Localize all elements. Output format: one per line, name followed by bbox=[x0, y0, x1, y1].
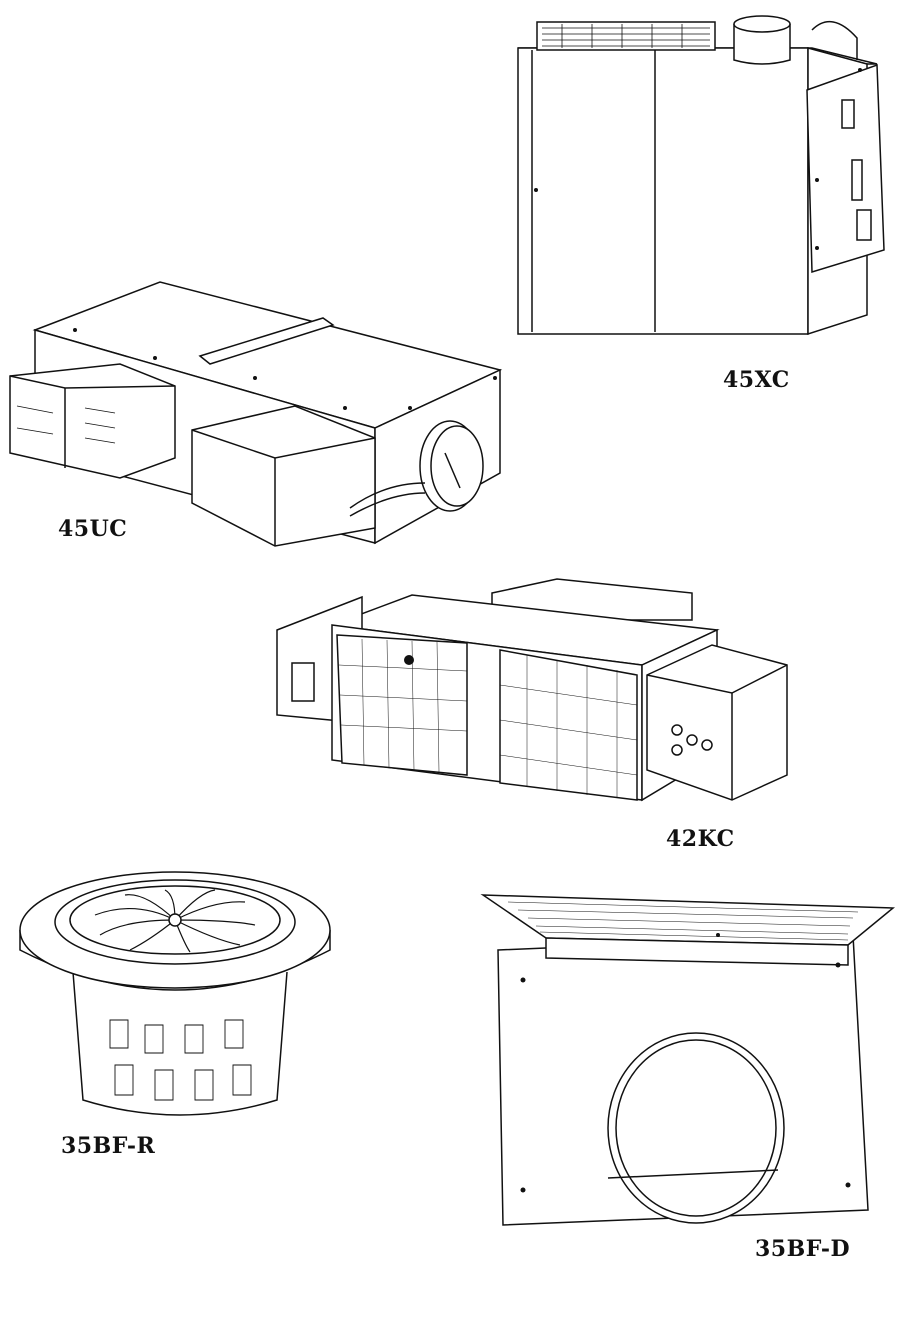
model-label-35bf-d: 35BF-D bbox=[755, 1236, 851, 1262]
model-label-35bf-r: 35BF-R bbox=[61, 1133, 156, 1159]
unit-45xc-illustration bbox=[512, 10, 892, 340]
model-label-45uc: 45UC bbox=[58, 516, 128, 542]
model-label-42kc: 42KC bbox=[666, 826, 735, 852]
unit-35bfr-illustration bbox=[15, 860, 335, 1130]
unit-45uc-illustration bbox=[5, 278, 515, 550]
unit-35bfd-illustration bbox=[478, 890, 903, 1220]
unit-42kc-illustration bbox=[272, 575, 797, 815]
model-label-45xc: 45XC bbox=[723, 367, 790, 393]
